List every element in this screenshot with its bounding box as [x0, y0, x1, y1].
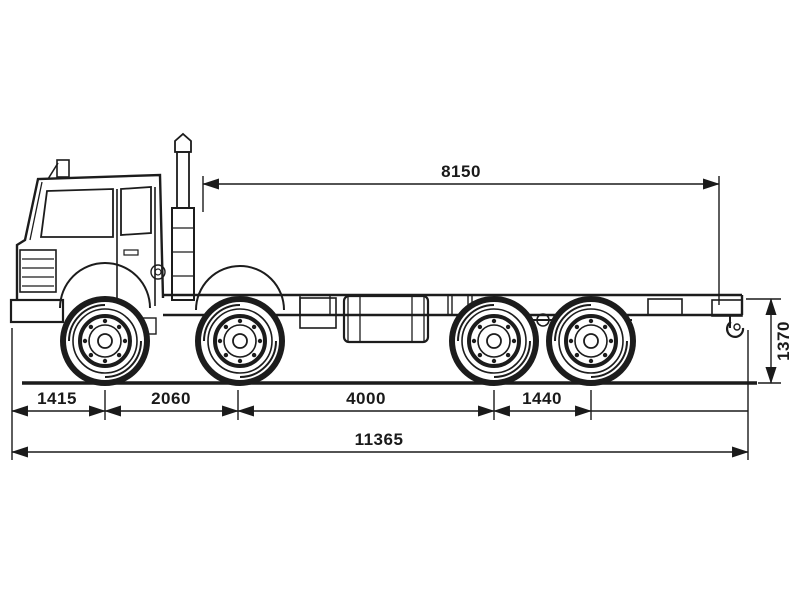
wheel-axle-2	[198, 299, 282, 383]
front-bumper	[9, 298, 65, 324]
dim-front-overhang-label: 1415	[37, 389, 77, 408]
dim-overall-length-label: 11365	[355, 430, 404, 449]
wheel-axle-4	[549, 299, 633, 383]
dimension-annotations: 8150 1370 1415 2060 4000	[11, 162, 793, 460]
exhaust-stack	[150, 132, 195, 301]
dim-top-span: 8150	[202, 162, 720, 305]
second-fender	[195, 265, 285, 311]
dim-frame-height: 1370	[746, 298, 793, 384]
wheel-axle-3	[452, 299, 536, 383]
exhaust-cap	[174, 132, 192, 153]
dim-overall-length: 11365	[11, 430, 749, 458]
front-fender	[59, 262, 151, 309]
mirror	[56, 159, 70, 178]
dim-axle1-axle2-label: 2060	[151, 389, 191, 408]
truck-cab	[9, 159, 285, 335]
dim-top-span-label: 8150	[441, 162, 481, 181]
rear-tow-hook	[711, 299, 745, 338]
dim-axle-chain: 1415 2060 4000 1440	[11, 389, 748, 417]
wheel-axle-1	[63, 299, 147, 383]
battery-box	[299, 297, 337, 329]
dim-axle2-axle3-label: 4000	[346, 389, 386, 408]
dim-axle3-axle4-label: 1440	[522, 389, 562, 408]
fuel-tank	[342, 294, 430, 344]
truck-drawing	[9, 132, 757, 383]
dim-frame-height-label: 1370	[774, 321, 793, 361]
